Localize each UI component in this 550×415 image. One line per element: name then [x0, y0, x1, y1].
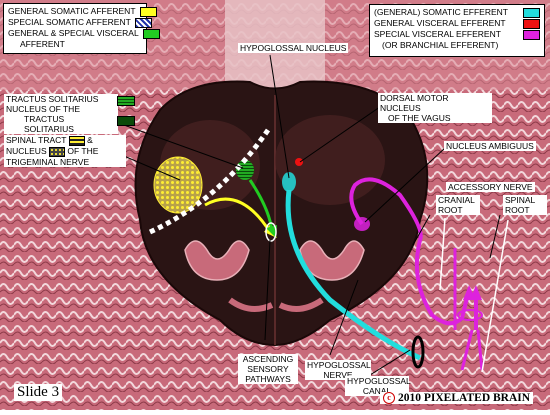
legend-label-gsva: GENERAL & SPECIAL VISCERAL: [8, 28, 139, 38]
label-nucleus-ambiguus: NUCLEUS AMBIGUUS: [444, 141, 536, 151]
solitarius-tract-swatch: [117, 96, 135, 106]
pyramid-left: [228, 297, 274, 312]
slide-number: Slide 3: [14, 384, 63, 401]
yellow-sensory-arrow: [204, 197, 272, 233]
label-spinal-nucleus: NUCLEUS: [6, 145, 47, 156]
label-cranial-root-line1: CRANIAL: [438, 195, 475, 205]
inferior-olive-left: [184, 240, 250, 281]
legend-row-gsa: GENERAL SOMATIC AFFERENT: [8, 6, 157, 17]
copyright: c 2010 PIXELATED BRAIN: [380, 392, 534, 404]
label-spinal-of-the: OF THE: [67, 145, 99, 156]
legend-row-branchial: (OR BRANCHIAL EFFERENT): [374, 40, 540, 51]
label-hypoglossal-nerve: HYPOGLOSSAL NERVE: [305, 360, 371, 380]
label-spinal-root-line2: ROOT: [505, 205, 530, 215]
label-dorsal-motor: DORSAL MOTOR NUCLEUS OF THE VAGUS: [378, 93, 492, 123]
label-ascending-line1: ASCENDING: [242, 354, 294, 364]
pyramid-right: [278, 297, 324, 312]
solitarius-nucleus-swatch: [117, 116, 135, 126]
label-cranial-root: CRANIAL ROOT: [436, 195, 480, 215]
hypoglossal-nerve-path: [285, 189, 422, 361]
legend-label-afferent: AFFERENT: [20, 39, 65, 49]
accessory-root-stem-2: [476, 329, 484, 371]
label-spinal-trigeminal-row2: NUCLEUS OF THE: [6, 146, 124, 157]
spinal-trigeminal-nucleus: [153, 156, 203, 214]
legend-label-gse: (GENERAL) SOMATIC EFFERENT: [374, 7, 508, 17]
legend-row-sve: SPECIAL VISCERAL EFFERENT: [374, 29, 540, 40]
label-dorsal-motor-line1: DORSAL MOTOR NUCLEUS: [380, 93, 449, 113]
legend-row-gve: GENERAL VISCERAL EFFERENT: [374, 18, 540, 29]
nucleus-tractus-solitarius: [236, 160, 254, 180]
nucleus-ambiguus-fibers: [349, 177, 464, 326]
spinal-tract-swatch: [68, 135, 85, 146]
hypoglossal-nucleus: [282, 172, 296, 192]
label-hypoglossal-canal-line2: CANAL: [362, 386, 392, 396]
inferior-olive-right: [299, 240, 365, 281]
legend-swatch-ssa: [134, 17, 152, 28]
label-hypoglossal-canal-line1: HYPOGLOSSAL: [347, 376, 411, 386]
copyright-icon: c: [383, 392, 395, 404]
legend-swatch-gse: [523, 7, 540, 18]
legend-afferent: GENERAL SOMATIC AFFERENT SPECIAL SOMATIC…: [3, 3, 160, 54]
label-spinal-trigeminal-row1: SPINAL TRACT &: [6, 135, 124, 146]
legend-label-branchial: (OR BRANCHIAL EFFERENT): [382, 40, 499, 50]
label-tractus-solitarius-line3: TRACTUS SOLITARIUS: [24, 114, 74, 134]
legend-swatch-sve: [523, 29, 540, 40]
legend-label-gve: GENERAL VISCERAL EFFERENT: [374, 18, 506, 28]
copyright-text: 2010 PIXELATED BRAIN: [398, 392, 531, 404]
label-spinal-trigeminal: SPINAL TRACT & NUCLEUS OF THE TRIGEMINAL…: [4, 135, 126, 167]
label-hypoglossal-nerve-line1: HYPOGLOSSAL: [307, 360, 371, 370]
spinal-nucleus-swatch: [49, 146, 65, 157]
dashed-boundary: [148, 128, 271, 235]
label-tractus-solitarius: TRACTUS SOLITARIUS NUCLEUS OF THE TRACTU…: [4, 94, 118, 134]
legend-swatch-gve: [523, 18, 540, 29]
label-spinal-tract: SPINAL TRACT: [6, 135, 67, 145]
ascending-pathway-ring: [265, 222, 277, 242]
label-ascending-line3: PATHWAYS: [245, 374, 291, 384]
label-hypoglossal-canal: HYPOGLOSSAL CANAL: [345, 376, 411, 396]
label-dorsal-motor-line2: OF THE VAGUS: [388, 113, 451, 123]
label-cranial-root-line2: ROOT: [438, 205, 463, 215]
inferior-cerebellar-peduncle-right: [275, 115, 385, 205]
legend-efferent: (GENERAL) SOMATIC EFFERENT GENERAL VISCE…: [369, 4, 545, 57]
legend-label-ssa: SPECIAL SOMATIC AFFERENT: [8, 17, 131, 27]
legend-label-sve: SPECIAL VISCERAL EFFERENT: [374, 29, 501, 39]
legend-label-gsa: GENERAL SOMATIC AFFERENT: [8, 6, 136, 16]
label-accessory-nerve: ACCESSORY NERVE: [446, 182, 535, 192]
legend-swatch-gsva: [142, 28, 160, 39]
legend-row-afferent: AFFERENT: [8, 39, 142, 50]
label-hypoglossal-nucleus: HYPOGLOSSAL NUCLEUS: [238, 43, 349, 53]
legend-row-ssa: SPECIAL SOMATIC AFFERENT: [8, 17, 152, 28]
accessory-root-stem-1: [460, 329, 474, 371]
legend-swatch-gsa: [139, 6, 157, 17]
magenta-arrowhead-2: [470, 285, 482, 300]
label-spinal-root: SPINAL ROOT: [503, 195, 547, 215]
pointer-lines: [109, 54, 501, 376]
label-ascending-sensory: ASCENDING SENSORY PATHWAYS: [238, 354, 298, 384]
label-tractus-solitarius-line2: NUCLEUS OF THE: [6, 104, 80, 114]
green-arrowhead: [266, 225, 277, 238]
dorsal-motor-nucleus-vagus: [295, 158, 303, 166]
label-trigeminal-nerve: TRIGEMINAL NERVE: [6, 156, 90, 167]
legend-row-gsva: GENERAL & SPECIAL VISCERAL: [8, 28, 160, 39]
label-tractus-solitarius-line1: TRACTUS SOLITARIUS: [6, 94, 99, 104]
label-ascending-line2: SENSORY: [247, 364, 289, 374]
label-hypoglossal-nerve-line2: NERVE: [323, 370, 353, 380]
legend-row-gse: (GENERAL) SOMATIC EFFERENT: [374, 7, 540, 18]
pointer-lines-white: [439, 217, 509, 373]
accessory-ring: [457, 309, 483, 321]
label-spinal-ampersand: &: [87, 135, 93, 145]
label-spinal-root-line1: SPINAL: [505, 195, 536, 205]
hypoglossal-canal-ring: [411, 335, 425, 369]
